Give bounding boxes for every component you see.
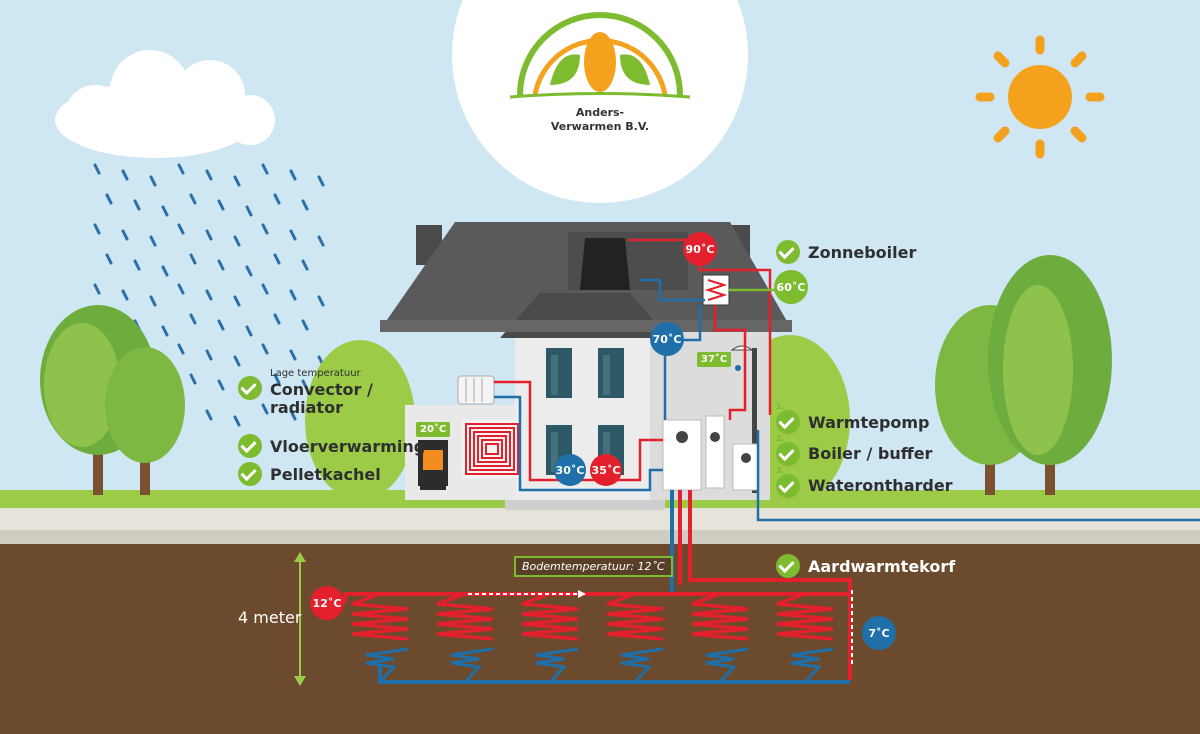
- shower-icon: [730, 345, 757, 493]
- temp-7-badge: 7˚C: [862, 616, 896, 650]
- temp-37-tag: 37˚C: [697, 352, 732, 367]
- check-icon: [776, 240, 800, 264]
- pellet-stove-icon: [418, 440, 448, 490]
- number-3: 3.: [776, 466, 785, 475]
- heat-pump-units: [662, 415, 760, 491]
- tree-left: [40, 305, 185, 495]
- temp-30-badge: 30˚C: [554, 454, 586, 486]
- radiator-icon: [457, 375, 495, 405]
- check-icon: [776, 410, 800, 434]
- roof: [380, 222, 792, 338]
- label-pelletkachel: Pelletkachel: [270, 465, 381, 484]
- brand-name: Anders- Verwarmen B.V.: [548, 106, 652, 134]
- sun-icon: [975, 35, 1105, 159]
- label-aardwarmtekorf: Aardwarmtekorf: [808, 557, 956, 576]
- cloud-icon: [55, 50, 275, 158]
- label-vloerverwarming: Vloerverwarming: [270, 437, 426, 456]
- label-bodemtemperatuur: Bodemtemperatuur: 12˚C: [514, 556, 673, 577]
- check-icon: [776, 554, 800, 578]
- label-zonneboiler: Zonneboiler: [808, 243, 917, 262]
- temp-20-tag: 20˚C: [416, 422, 451, 437]
- label-convector: Convector /: [270, 380, 373, 399]
- temp-90-badge: 90˚C: [683, 232, 717, 266]
- temp-12-badge: 12˚C: [310, 586, 344, 620]
- house-body: [515, 320, 660, 500]
- label-4-meter: 4 meter: [238, 608, 302, 627]
- label-boiler-buffer: Boiler / buffer: [808, 444, 933, 463]
- brand-line-1: Anders-: [575, 106, 625, 119]
- label-waterontharder: Waterontharder: [808, 476, 953, 495]
- brand-line-2: Verwarmen B.V.: [550, 120, 650, 133]
- number-1: 1.: [776, 402, 785, 411]
- geothermal-coils: [343, 592, 850, 684]
- pavement: [0, 508, 1200, 530]
- label-warmtepomp: Warmtepomp: [808, 413, 930, 432]
- label-lage-temperatuur: Lage temperatuur: [270, 368, 361, 379]
- check-icon: [776, 474, 800, 498]
- temp-60-badge: 60˚C: [774, 270, 808, 304]
- number-2: 2.: [776, 434, 785, 443]
- logo: [452, 0, 748, 203]
- check-icon: [238, 462, 262, 486]
- check-icon: [238, 434, 262, 458]
- floor-heating-icon: [462, 420, 522, 478]
- temp-70-badge: 70˚C: [650, 322, 684, 356]
- check-icon: [776, 442, 800, 466]
- tree-right: [935, 255, 1112, 495]
- label-radiator: radiator: [270, 398, 343, 417]
- temp-35-badge: 35˚C: [590, 454, 622, 486]
- depth-indicator: [294, 552, 306, 686]
- check-icon: [238, 376, 262, 400]
